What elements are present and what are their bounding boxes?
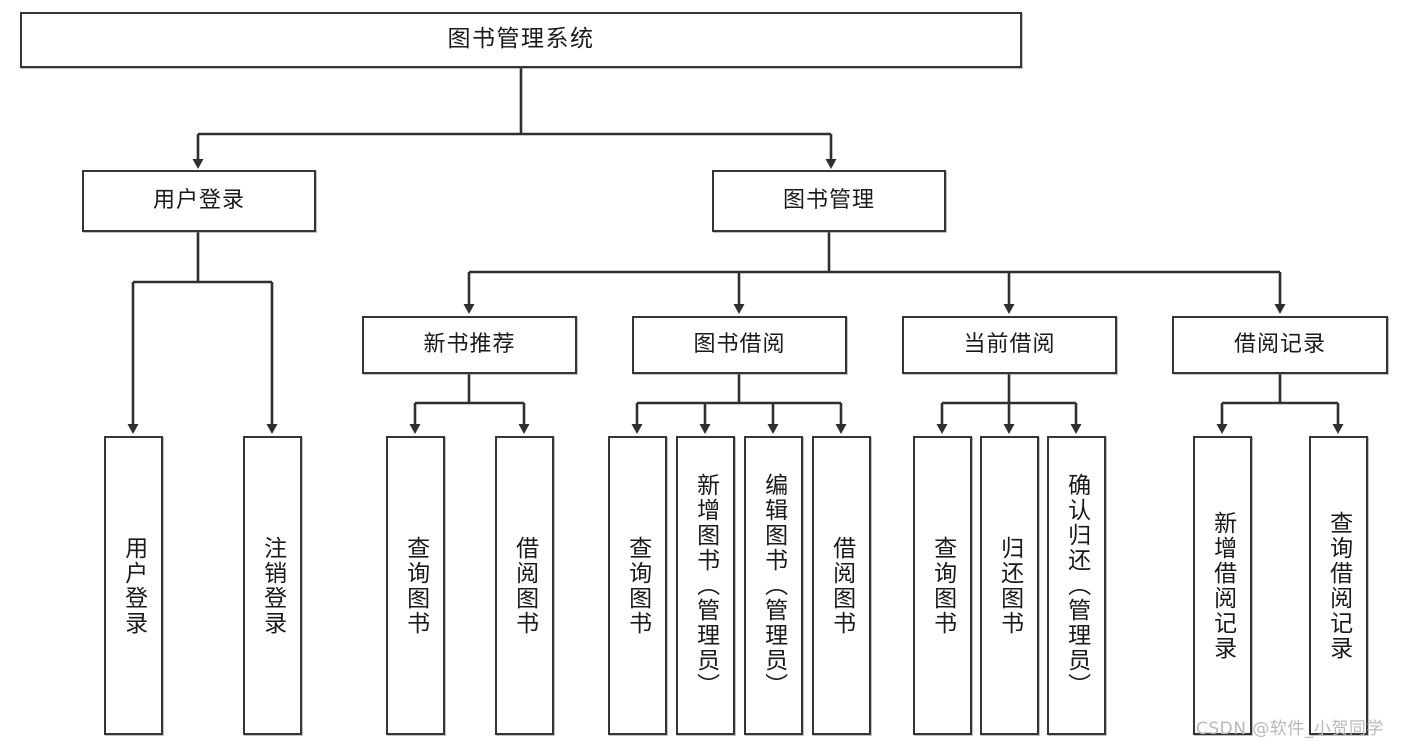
leaf-return-book[interactable]: 归还图书 bbox=[980, 436, 1039, 735]
node-label: 新书推荐 bbox=[423, 332, 516, 358]
node-label: 注销登录 bbox=[259, 535, 286, 636]
node-label: 借阅图书 bbox=[828, 535, 855, 636]
node-label: 新增图书（管理员） bbox=[692, 473, 719, 698]
node-user-login[interactable]: 用户登录 bbox=[82, 170, 316, 232]
node-label: 当前借阅 bbox=[963, 332, 1056, 358]
leaf-add-book[interactable]: 新增图书（管理员） bbox=[676, 436, 735, 735]
node-root-system[interactable]: 图书管理系统 bbox=[20, 12, 1022, 68]
leaf-query-borrow-record[interactable]: 查询借阅记录 bbox=[1309, 436, 1368, 735]
node-new-book-recommend[interactable]: 新书推荐 bbox=[362, 316, 577, 374]
node-label: 图书借阅 bbox=[693, 332, 786, 358]
node-label: 编辑图书（管理员） bbox=[760, 473, 787, 698]
leaf-logout-login[interactable]: 注销登录 bbox=[243, 436, 302, 735]
node-book-borrow[interactable]: 图书借阅 bbox=[632, 316, 847, 374]
node-label: 用户登录 bbox=[120, 535, 147, 636]
leaf-query-book-3[interactable]: 查询图书 bbox=[913, 436, 972, 735]
node-label: 借阅图书 bbox=[511, 535, 538, 636]
leaf-query-book-2[interactable]: 查询图书 bbox=[608, 436, 667, 735]
node-label: 查询图书 bbox=[929, 535, 956, 636]
node-label: 用户登录 bbox=[152, 188, 245, 214]
leaf-borrow-book-1[interactable]: 借阅图书 bbox=[495, 436, 554, 735]
node-borrow-record[interactable]: 借阅记录 bbox=[1172, 316, 1388, 374]
node-label: 查询借阅记录 bbox=[1325, 510, 1352, 661]
leaf-edit-book[interactable]: 编辑图书（管理员） bbox=[744, 436, 803, 735]
node-current-borrow[interactable]: 当前借阅 bbox=[902, 316, 1117, 374]
node-book-manage[interactable]: 图书管理 bbox=[712, 170, 946, 232]
node-label: 新增借阅记录 bbox=[1209, 510, 1236, 661]
leaf-query-book-1[interactable]: 查询图书 bbox=[386, 436, 445, 735]
leaf-add-borrow-record[interactable]: 新增借阅记录 bbox=[1193, 436, 1252, 735]
leaf-confirm-return[interactable]: 确认归还（管理员） bbox=[1047, 436, 1106, 735]
leaf-user-login[interactable]: 用户登录 bbox=[104, 436, 163, 735]
node-label: 借阅记录 bbox=[1233, 332, 1326, 358]
watermark-text: CSDN @软件_小贺同学 bbox=[1196, 719, 1384, 739]
node-label: 图书管理系统 bbox=[447, 26, 595, 53]
node-label: 查询图书 bbox=[402, 535, 429, 636]
leaf-borrow-book-2[interactable]: 借阅图书 bbox=[812, 436, 871, 735]
node-label: 图书管理 bbox=[782, 188, 875, 214]
node-label: 查询图书 bbox=[624, 535, 651, 636]
node-label: 确认归还（管理员） bbox=[1063, 473, 1090, 698]
node-label: 归还图书 bbox=[996, 535, 1023, 636]
